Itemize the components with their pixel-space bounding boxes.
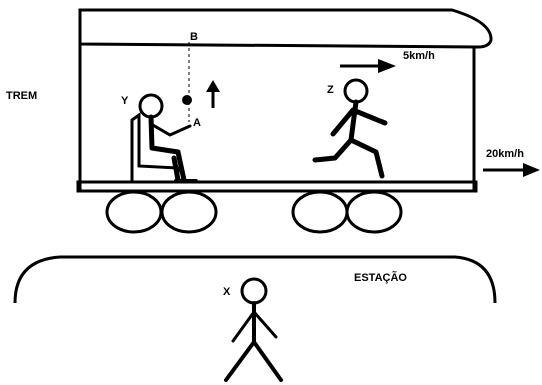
shin — [174, 152, 184, 180]
head — [242, 279, 266, 303]
station-label: ESTAÇÃO — [354, 271, 407, 284]
point-a-label: A — [193, 117, 201, 129]
person-x-label: X — [223, 286, 231, 298]
person-z-label: Z — [327, 84, 334, 96]
train-roof — [80, 10, 491, 47]
arms — [333, 110, 385, 134]
wheel — [162, 192, 216, 232]
torso — [151, 117, 152, 148]
legs — [226, 342, 281, 380]
running-person-z — [315, 80, 385, 176]
seated-person-y — [132, 95, 196, 182]
up-arrow-icon — [206, 80, 220, 108]
runner-velocity-arrow-icon — [340, 59, 396, 73]
legs — [315, 140, 382, 176]
standing-person-x — [226, 279, 281, 380]
point-b-label: B — [190, 31, 198, 43]
train-velocity-arrow-icon — [483, 163, 540, 177]
train-wheels — [107, 192, 401, 232]
thigh — [152, 148, 178, 152]
train-floor — [78, 182, 476, 191]
person-y-label: Y — [121, 95, 129, 107]
ball — [182, 95, 192, 105]
runner-speed-label: 5km/h — [403, 50, 435, 62]
train-speed-label: 20km/h — [486, 148, 524, 160]
wheel — [293, 192, 347, 232]
arm — [151, 124, 190, 135]
head — [140, 95, 162, 117]
wheel — [107, 192, 161, 232]
head — [345, 80, 367, 102]
train-label: TREM — [6, 90, 37, 102]
wheel — [347, 192, 401, 232]
